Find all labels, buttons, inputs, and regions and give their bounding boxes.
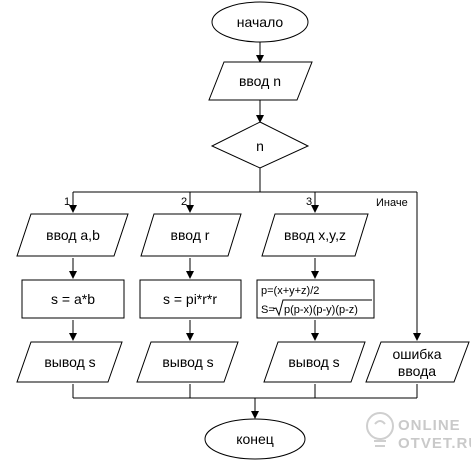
end-label: конец xyxy=(236,431,274,447)
case-label-3: 3 xyxy=(306,196,312,208)
branch-1-output: вывод s xyxy=(16,341,123,383)
start-terminator: начало xyxy=(211,1,309,43)
branch-3-input: ввод x,y,z xyxy=(261,213,369,257)
decision-label: n xyxy=(256,138,264,154)
error-label-line1: ошибка xyxy=(392,346,441,362)
input-n-label: ввод n xyxy=(239,73,281,89)
lightbulb-icon xyxy=(366,412,394,447)
error-label-line2: ввода xyxy=(398,363,436,379)
branch-1-output-label: вывод s xyxy=(44,354,95,370)
sqrt-sign-icon xyxy=(272,299,372,317)
start-label: начало xyxy=(237,14,284,30)
case-label-1: 1 xyxy=(64,196,70,208)
branch-3-process: p=(x+y+z)/2 S= p(p-x)(p-y)(p-z) xyxy=(256,279,375,319)
watermark: ONLINE OTVET.RU xyxy=(366,412,471,452)
watermark-line2: OTVET.RU xyxy=(398,435,471,452)
input-n-block: ввод n xyxy=(208,61,313,101)
branch-1-input-label: ввод a,b xyxy=(46,227,100,243)
branch-3-output-label: вывод s xyxy=(288,354,339,370)
branch-1-input: ввод a,b xyxy=(16,213,129,257)
branch-1-process-label: s = a*b xyxy=(51,291,95,307)
branch-3-input-label: ввод x,y,z xyxy=(284,227,346,243)
branch-1-process: s = a*b xyxy=(21,279,125,319)
branch-3-output: вывод s xyxy=(263,341,366,383)
branch-3-process-line1: p=(x+y+z)/2 xyxy=(261,285,319,297)
error-output: ошибка ввода xyxy=(365,341,470,383)
branch-2-output: вывод s xyxy=(136,341,239,383)
decision-block: n xyxy=(210,121,310,169)
case-label-2: 2 xyxy=(181,196,187,208)
branch-3-process-line2-radicand: p(p-x)(p-y)(p-z) xyxy=(284,304,358,316)
connectors xyxy=(69,42,421,419)
branch-2-input: ввод r xyxy=(140,213,242,257)
branch-2-input-label: ввод r xyxy=(171,227,210,243)
branch-2-output-label: вывод s xyxy=(162,354,213,370)
branch-2-process: s = pi*r*r xyxy=(139,279,242,319)
branch-2-process-label: s = pi*r*r xyxy=(163,291,217,307)
watermark-line1: ONLINE xyxy=(398,417,461,434)
branch-3-process-line2-prefix: S= xyxy=(261,304,275,316)
end-terminator: конец xyxy=(204,418,306,460)
else-label: Иначе xyxy=(376,197,408,209)
